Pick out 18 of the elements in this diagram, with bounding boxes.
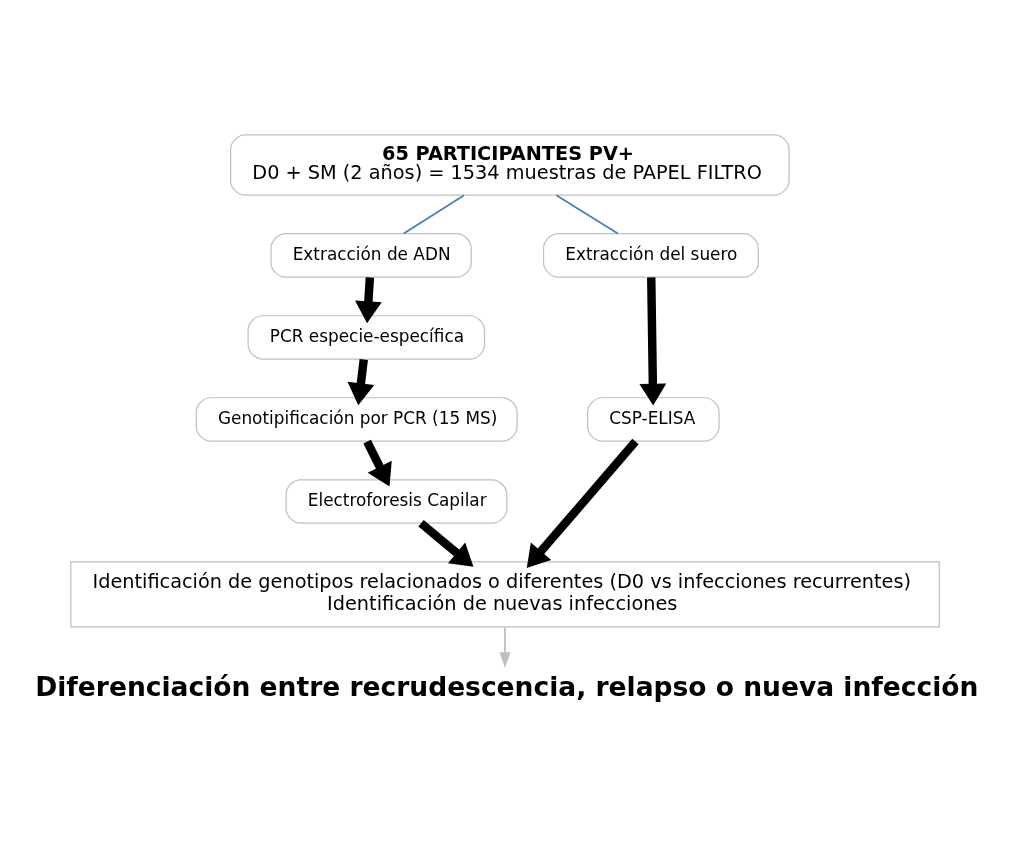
arrow [347, 358, 375, 405]
node-box: Extracción del suero [543, 232, 759, 278]
node-box: Genotipificación por PCR (15 MS) [195, 396, 518, 442]
arrow [639, 276, 667, 406]
connector [555, 193, 619, 234]
node-box: Identificación de genotipos relacionados o diferentes (D0 vs infecciones recurrentes) Identificación de nuevas infecciones [70, 560, 940, 628]
node-text: Diferenciación entre recrudescencia, relapso o nueva infección [35, 670, 979, 702]
arrow [363, 439, 392, 486]
node-box: CSP-ELISA [587, 396, 720, 442]
node-box: Electroforesis Capilar [285, 478, 508, 524]
node-box: PCR especie-específica [247, 314, 486, 360]
arrow [526, 438, 639, 568]
node-box: 65 PARTICIPANTES PV+ D0 + SM (2 años) = 1534 muestras de PAPEL FILTRO [230, 133, 790, 196]
arrow [418, 519, 474, 567]
node-box: Extracción de ADN [270, 232, 472, 278]
arrow [355, 276, 382, 323]
arrow [499, 626, 511, 668]
connector [402, 193, 465, 234]
